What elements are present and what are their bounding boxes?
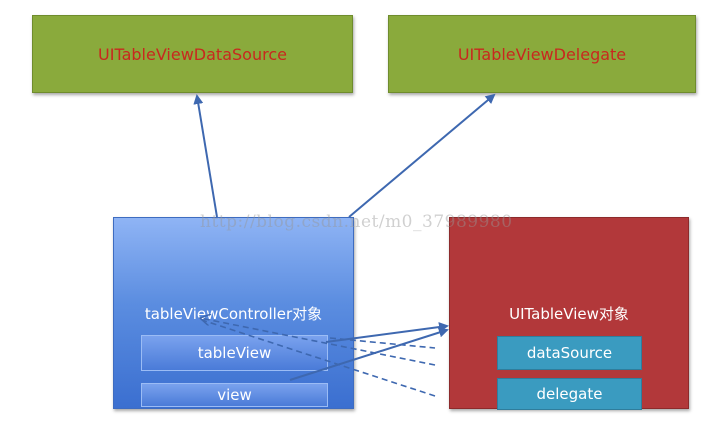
datasource-protocol-box: UITableViewDataSource <box>32 15 353 93</box>
watermark-text: http://blog.csdn.net/m0_37989980 <box>200 212 513 232</box>
delegate-protocol-box: UITableViewDelegate <box>388 15 696 93</box>
datasource-protocol-label: UITableViewDataSource <box>98 44 287 64</box>
arrow-controller-to-delegate-protocol <box>348 93 496 218</box>
tableview-datasource-label: dataSource <box>526 344 613 362</box>
controller-view-property: view <box>141 383 328 407</box>
tableview-datasource-property: dataSource <box>497 336 642 370</box>
controller-tableview-property: tableView <box>141 335 328 371</box>
tableview-delegate-label: delegate <box>536 385 603 403</box>
controller-view-label: view <box>217 386 252 404</box>
controller-tableview-label: tableView <box>197 344 272 362</box>
tableview-delegate-property: delegate <box>497 378 642 410</box>
delegate-protocol-label: UITableViewDelegate <box>457 44 627 64</box>
controller-box: tableViewController对象 tableView view <box>113 217 354 409</box>
tableview-title: UITableView对象 <box>509 305 629 323</box>
controller-title: tableViewController对象 <box>144 305 323 323</box>
arrow-controller-to-datasource-protocol <box>193 94 218 218</box>
tableview-box: UITableView对象 dataSource delegate <box>449 217 689 410</box>
